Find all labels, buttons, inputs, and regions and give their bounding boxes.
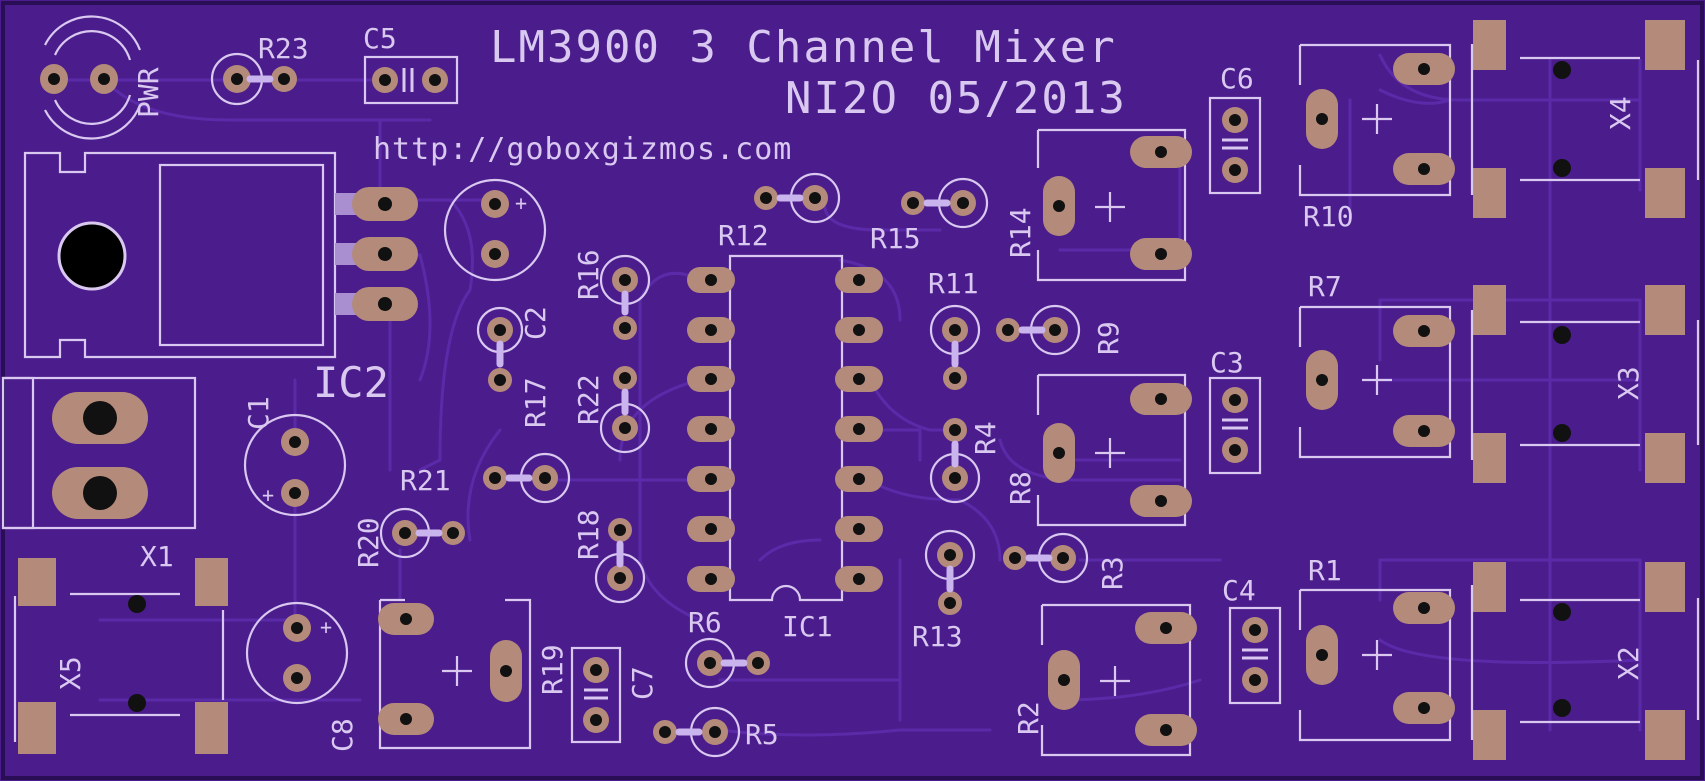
svg-text:+: + xyxy=(320,615,332,639)
resistor-r9: R9 xyxy=(996,304,1125,356)
svg-text:+: + xyxy=(515,191,527,215)
capacitor-c7: C7 xyxy=(570,646,659,744)
ic2-label: IC2 xyxy=(313,358,389,407)
trimpot-r2: R2 xyxy=(1012,603,1197,757)
r19-label: R19 xyxy=(536,644,569,695)
c1-label: C1 xyxy=(242,396,275,430)
resistor-r11: R11 xyxy=(928,267,981,390)
r15-label: R15 xyxy=(870,222,921,255)
c8-label: C8 xyxy=(326,718,359,752)
r6-label: R6 xyxy=(688,606,722,639)
trimpot-r10: R10 xyxy=(1298,43,1455,233)
resistor-r21: R21 xyxy=(400,452,571,504)
svg-text:+: + xyxy=(262,483,274,507)
resistor-r4: R4 xyxy=(929,418,1002,504)
ic1-left-pins xyxy=(687,267,735,592)
capacitor-c2-elec: + xyxy=(443,178,547,282)
jack-x4: X4 xyxy=(1470,20,1700,218)
regulator-ic2: IC2 xyxy=(23,151,418,407)
trimpot-r14: R14 xyxy=(1004,128,1192,282)
trimpot-r1: R1 xyxy=(1298,554,1455,742)
c7-label: C7 xyxy=(626,666,659,700)
resistor-r15: R15 xyxy=(870,177,989,255)
x3-label: X3 xyxy=(1612,366,1645,400)
c3-label: C3 xyxy=(1210,346,1244,379)
trimpot-r8: R8 xyxy=(1004,373,1192,527)
r20-label: R20 xyxy=(352,517,385,568)
capacitor-c6: C6 xyxy=(1208,62,1262,195)
jack-x5: X5 xyxy=(13,596,228,754)
ic1-label: IC1 xyxy=(782,610,833,643)
resistor-r3: R3 xyxy=(1003,532,1129,590)
resistor-r5: R5 xyxy=(653,706,779,758)
r7-label: R7 xyxy=(1308,270,1342,303)
capacitor-c1: + C1 xyxy=(242,396,347,517)
r17-label: R17 xyxy=(519,377,552,428)
resistor-r18: R18 xyxy=(572,509,646,604)
x1-label: X1 xyxy=(140,540,174,573)
r18-label: R18 xyxy=(572,509,605,560)
ic1-right-pins xyxy=(835,267,883,592)
r8-label: R8 xyxy=(1004,471,1037,505)
pwr-led: PWR xyxy=(40,15,165,140)
trimpot-r19: R19 xyxy=(378,598,569,750)
r3-label: R3 xyxy=(1096,556,1129,590)
r11-label: R11 xyxy=(928,267,979,300)
r23-label: R23 xyxy=(258,32,309,65)
resistor-r22: R22 xyxy=(572,366,651,454)
c5-label: C5 xyxy=(363,22,397,55)
board-url: http://goboxgizmos.com xyxy=(373,132,792,167)
resistor-r6: R6 xyxy=(684,606,770,689)
r13-label: R13 xyxy=(912,620,963,653)
terminal-block xyxy=(1,376,197,530)
capacitor-c4: C4 xyxy=(1222,574,1282,705)
r16-label: R16 xyxy=(572,249,605,300)
jack-x2: X2 xyxy=(1470,562,1700,760)
trimpot-r7: R7 xyxy=(1298,270,1455,459)
r12-label: R12 xyxy=(718,219,769,252)
r14-label: R14 xyxy=(1004,207,1037,258)
c4-label: C4 xyxy=(1222,574,1256,607)
resistor-r17: C2 R17 xyxy=(476,306,552,428)
x4-label: X4 xyxy=(1604,96,1637,130)
c6-label: C6 xyxy=(1220,62,1254,95)
r4-label: R4 xyxy=(969,421,1002,455)
resistor-r16: R16 xyxy=(572,249,651,340)
resistor-r13: R13 xyxy=(912,529,976,653)
x2-label: X2 xyxy=(1612,646,1645,680)
r10-label: R10 xyxy=(1303,200,1354,233)
r22-label: R22 xyxy=(572,374,605,425)
resistor-r23: R23 xyxy=(210,32,309,106)
pwr-label: PWR xyxy=(132,67,165,118)
r5-label: R5 xyxy=(745,718,779,751)
capacitor-c5: C5 xyxy=(363,22,459,105)
capacitor-c3: C3 xyxy=(1208,346,1262,475)
r1-label: R1 xyxy=(1308,554,1342,587)
r9-label: R9 xyxy=(1092,321,1125,355)
resistor-r20: R20 xyxy=(352,507,465,568)
resistor-r12: R12 xyxy=(718,172,841,252)
r21-label: R21 xyxy=(400,464,451,497)
board-title: LM3900 3 Channel Mixer xyxy=(490,22,1117,73)
jack-x3: X3 xyxy=(1470,285,1700,483)
capacitor-c8: + C8 xyxy=(245,601,359,752)
jack-x1: X1 xyxy=(18,540,228,613)
x5-label: X5 xyxy=(54,656,87,690)
board-subtitle: NI2O 05/2013 xyxy=(785,73,1127,124)
c2-label: C2 xyxy=(519,306,552,340)
r2-label: R2 xyxy=(1012,701,1045,735)
ic1-lm3900: IC1 xyxy=(687,254,883,643)
